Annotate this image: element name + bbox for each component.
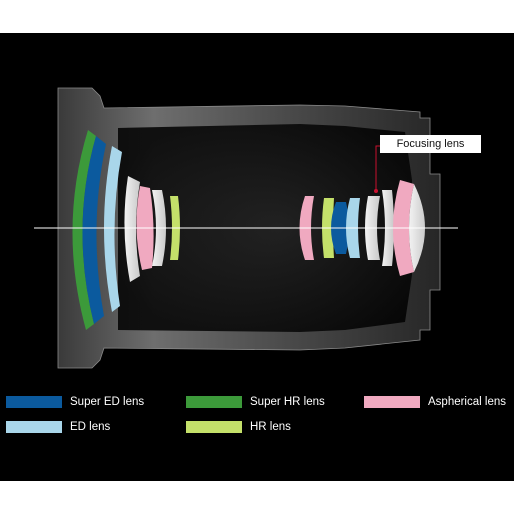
legend-swatch-super-hr <box>186 396 242 408</box>
legend-swatch-hr <box>186 421 242 433</box>
front-element-super-ed <box>82 136 106 324</box>
legend-label-ed: ED lens <box>70 421 111 433</box>
legend-label-hr: HR lens <box>250 421 291 433</box>
callout-dot <box>374 189 378 193</box>
legend-label-super-hr: Super HR lens <box>250 396 325 408</box>
front-element-super-hr <box>72 130 96 330</box>
legend-label-aspherical: Aspherical lens <box>428 396 506 408</box>
callout-pointer <box>375 145 380 191</box>
legend-label-super-ed: Super ED lens <box>70 396 145 408</box>
legend-swatch-super-ed <box>6 396 62 408</box>
front-element-ed <box>104 146 122 312</box>
front-element-clear-1 <box>124 176 140 282</box>
legend-swatch-ed <box>6 421 62 433</box>
focusing-lens-callout: Focusing lens <box>380 135 481 153</box>
legend-swatch-aspherical <box>364 396 420 408</box>
